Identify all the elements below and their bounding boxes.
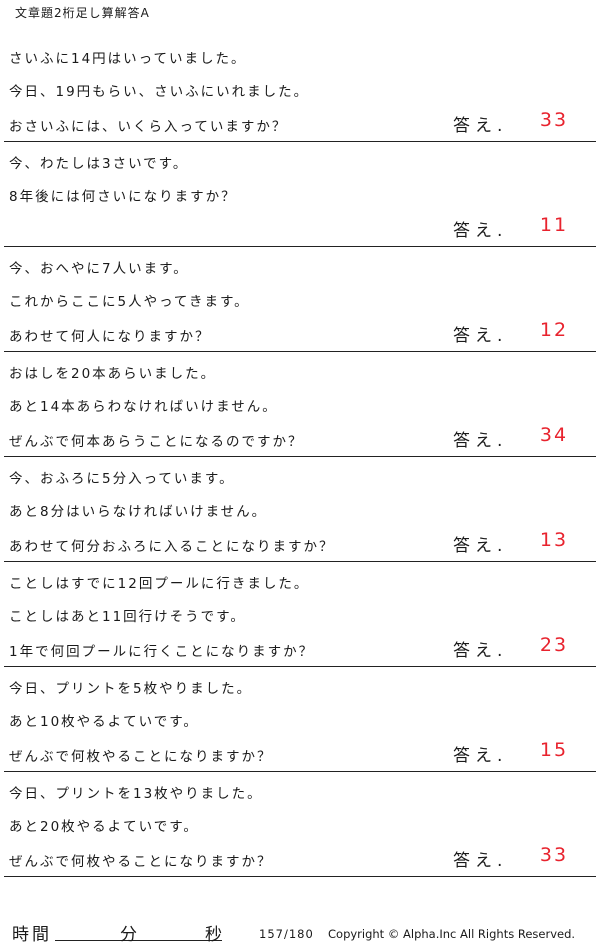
problem-question-line: ぜんぶで何枚やることになりますか？ — [9, 854, 273, 870]
answer-label: 答え. — [453, 431, 508, 451]
problem-text-line: あと10枚やるよていです。 — [9, 714, 199, 730]
answer-value: 33 — [539, 109, 569, 131]
answer-label: 答え. — [453, 851, 508, 871]
problem-3: 今、おへやに7人います。 これからここに5人やってきます。 あわせて何人になりま… — [4, 247, 596, 352]
problem-text-line: ことしはすでに12回プールに行きました。 — [9, 576, 310, 592]
answer-value: 34 — [539, 424, 569, 446]
problem-text-line: 今日、19円もらい、さいふにいれました。 — [9, 84, 310, 100]
worksheet-title: 文章題2桁足し算解答A — [15, 6, 150, 20]
problem-7: 今日、プリントを5枚やりました。 あと10枚やるよていです。 ぜんぶで何枚やるこ… — [4, 667, 596, 772]
problem-text-line: さいふに14円はいっていました。 — [9, 51, 247, 67]
problem-8: 今日、プリントを13枚やりました。 あと20枚やるよていです。 ぜんぶで何枚やる… — [4, 772, 596, 877]
problem-text-line: ことしはあと11回行けそうです。 — [9, 609, 246, 625]
footer: 時間 分 秒 157/180 Copyright © Alpha.Inc All… — [0, 920, 600, 949]
time-entry-line — [55, 940, 222, 941]
problem-text-line: 今日、プリントを13枚やりました。 — [9, 786, 263, 802]
problem-2: 今、わたしは3さいです。 8年後には何さいになりますか？ 答え. 11 — [4, 142, 596, 247]
problem-question-line: あわせて何人になりますか？ — [9, 329, 211, 345]
answer-label: 答え. — [453, 221, 508, 241]
problem-text-line: あと20枚やるよていです。 — [9, 819, 199, 835]
copyright-notice: Copyright © Alpha.Inc All Rights Reserve… — [328, 927, 576, 941]
problem-question-line: ぜんぶで何本あらうことになるのですか？ — [9, 434, 304, 450]
problem-text-line: おはしを20本あらいました。 — [9, 366, 217, 382]
answer-value: 33 — [539, 844, 569, 866]
answer-value: 12 — [539, 319, 569, 341]
answer-value: 15 — [539, 739, 569, 761]
problem-4: おはしを20本あらいました。 あと14本あらわなければいけません。 ぜんぶで何本… — [4, 352, 596, 457]
answer-value: 23 — [539, 634, 569, 656]
problem-question-line: あわせて何分おふろに入ることになりますか？ — [9, 539, 335, 555]
time-label: 時間 — [12, 925, 52, 945]
problem-text-line: 今、わたしは3さいです。 — [9, 156, 189, 172]
problem-text-line: 今日、プリントを5枚やりました。 — [9, 681, 253, 697]
minutes-label: 分 — [120, 925, 137, 945]
answer-label: 答え. — [453, 641, 508, 661]
problem-question-line: ぜんぶで何枚やることになりますか？ — [9, 749, 273, 765]
problem-text-line: あと14本あらわなければいけません。 — [9, 399, 278, 415]
answer-label: 答え. — [453, 326, 508, 346]
page-number: 157/180 — [259, 927, 314, 941]
problem-1: さいふに14円はいっていました。 今日、19円もらい、さいふにいれました。 おさ… — [4, 37, 596, 142]
problem-text-line: これからここに5人やってきます。 — [9, 294, 250, 310]
answer-value: 13 — [539, 529, 569, 551]
answer-label: 答え. — [453, 536, 508, 556]
problem-text-line: あと8分はいらなければいけません。 — [9, 504, 268, 520]
seconds-label: 秒 — [205, 925, 222, 945]
problem-question-line: 8年後には何さいになりますか？ — [9, 189, 237, 205]
answer-label: 答え. — [453, 116, 508, 136]
answer-value: 11 — [539, 214, 569, 236]
problem-text-line: 今、おふろに5分入っています。 — [9, 471, 235, 487]
problem-text-line: 今、おへやに7人います。 — [9, 261, 189, 277]
problem-question-line: 1年で何回プールに行くことになりますか？ — [9, 644, 315, 660]
problem-5: 今、おふろに5分入っています。 あと8分はいらなければいけません。 あわせて何分… — [4, 457, 596, 562]
problem-question-line: おさいふには、いくら入っていますか？ — [9, 119, 288, 135]
problem-6: ことしはすでに12回プールに行きました。 ことしはあと11回行けそうです。 1年… — [4, 562, 596, 667]
answer-label: 答え. — [453, 746, 508, 766]
